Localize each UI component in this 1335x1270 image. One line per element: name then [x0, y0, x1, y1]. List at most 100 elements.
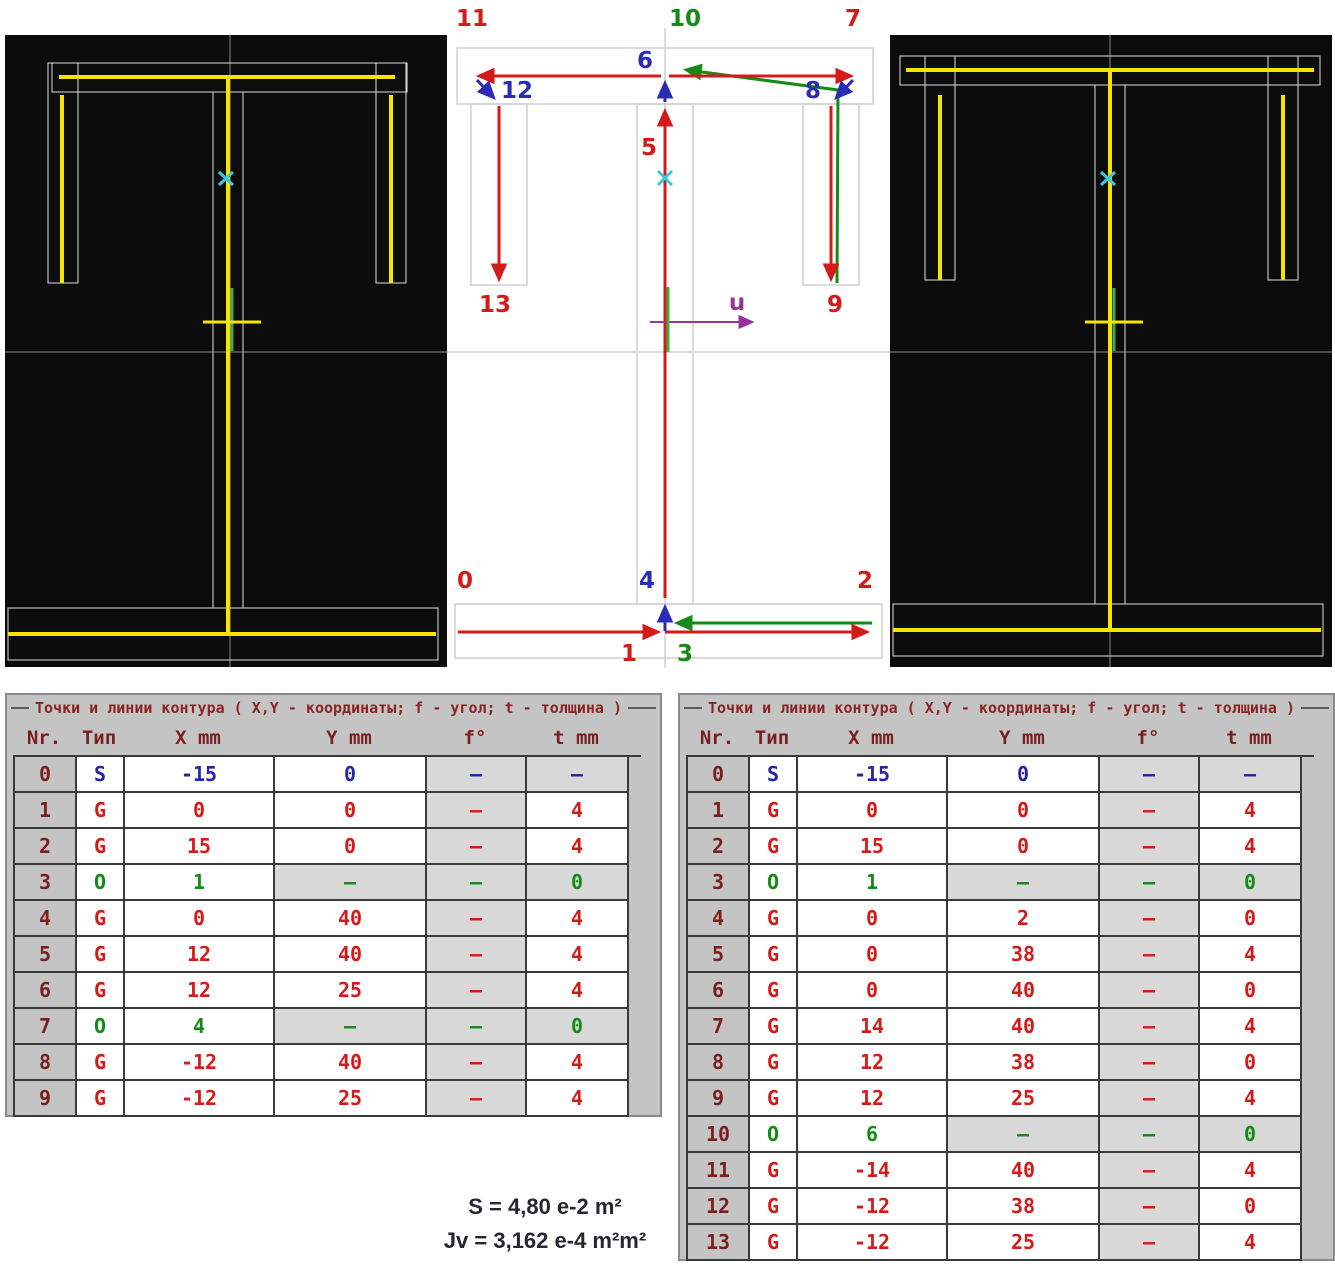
table-cell[interactable]: G — [750, 1225, 798, 1261]
table-cell[interactable]: O — [750, 865, 798, 901]
table-cell[interactable]: G — [77, 1081, 125, 1117]
table-cell[interactable]: -15 — [798, 757, 948, 793]
row-number[interactable]: 1 — [15, 793, 77, 829]
table-cell[interactable]: – — [275, 865, 427, 901]
table-cell[interactable]: G — [750, 901, 798, 937]
table-cell[interactable]: O — [77, 865, 125, 901]
table-cell[interactable]: G — [750, 1081, 798, 1117]
table-cell[interactable]: G — [750, 973, 798, 1009]
row-number[interactable]: 2 — [688, 829, 750, 865]
table-cell[interactable]: 4 — [527, 793, 629, 829]
table-cell[interactable]: 4 — [125, 1009, 275, 1045]
row-number[interactable]: 3 — [688, 865, 750, 901]
table-cell[interactable]: G — [750, 793, 798, 829]
table-cell[interactable]: 12 — [125, 973, 275, 1009]
table-cell[interactable]: – — [948, 1117, 1100, 1153]
row-number[interactable]: 4 — [688, 901, 750, 937]
table-cell[interactable]: -12 — [125, 1081, 275, 1117]
table-cell[interactable]: 4 — [527, 901, 629, 937]
row-number[interactable]: 9 — [15, 1081, 77, 1117]
table-cell[interactable]: 0 — [125, 901, 275, 937]
table-cell[interactable]: 4 — [527, 937, 629, 973]
table-cell[interactable]: – — [1100, 1045, 1200, 1081]
table-cell[interactable]: 2 — [948, 901, 1100, 937]
table-cell[interactable]: – — [427, 901, 527, 937]
table-cell[interactable]: G — [77, 901, 125, 937]
table-cell[interactable]: O — [750, 1117, 798, 1153]
row-number[interactable]: 5 — [688, 937, 750, 973]
table-cell[interactable]: O — [77, 1009, 125, 1045]
table-cell[interactable]: 0 — [1200, 1189, 1302, 1225]
row-number[interactable]: 2 — [15, 829, 77, 865]
table-cell[interactable]: -14 — [798, 1153, 948, 1189]
table-cell[interactable]: 0 — [948, 757, 1100, 793]
table-cell[interactable]: – — [1100, 937, 1200, 973]
table-cell[interactable]: G — [77, 1045, 125, 1081]
table-cell[interactable]: – — [427, 1045, 527, 1081]
table-cell[interactable]: – — [1200, 757, 1302, 793]
table-cell[interactable]: – — [427, 937, 527, 973]
table-cell[interactable]: G — [77, 829, 125, 865]
table-cell[interactable]: – — [427, 793, 527, 829]
table-cell[interactable]: G — [750, 829, 798, 865]
table-cell[interactable]: G — [750, 1045, 798, 1081]
table-cell[interactable]: 14 — [798, 1009, 948, 1045]
row-number[interactable]: 6 — [15, 973, 77, 1009]
table-cell[interactable]: – — [427, 829, 527, 865]
table-cell[interactable]: 25 — [948, 1225, 1100, 1261]
table-cell[interactable]: – — [948, 865, 1100, 901]
table-cell[interactable]: 25 — [275, 973, 427, 1009]
row-number[interactable]: 13 — [688, 1225, 750, 1261]
row-number[interactable]: 0 — [15, 757, 77, 793]
table-cell[interactable]: 0 — [527, 865, 629, 901]
table-cell[interactable]: -15 — [125, 757, 275, 793]
table-cell[interactable]: 4 — [1200, 937, 1302, 973]
table-cell[interactable]: G — [77, 937, 125, 973]
table-cell[interactable]: 0 — [1200, 865, 1302, 901]
table-cell[interactable]: 25 — [275, 1081, 427, 1117]
table-cell[interactable]: – — [275, 1009, 427, 1045]
table-cell[interactable]: 12 — [125, 937, 275, 973]
table-cell[interactable]: – — [1100, 757, 1200, 793]
row-number[interactable]: 0 — [688, 757, 750, 793]
table-cell[interactable]: – — [427, 1009, 527, 1045]
table-cell[interactable]: 4 — [1200, 1081, 1302, 1117]
row-number[interactable]: 11 — [688, 1153, 750, 1189]
table-cell[interactable]: 0 — [1200, 1117, 1302, 1153]
row-number[interactable]: 9 — [688, 1081, 750, 1117]
table-cell[interactable]: – — [1100, 1225, 1200, 1261]
table-cell[interactable]: 0 — [798, 937, 948, 973]
table-cell[interactable]: 38 — [948, 937, 1100, 973]
row-number[interactable]: 5 — [15, 937, 77, 973]
row-number[interactable]: 4 — [15, 901, 77, 937]
table-cell[interactable]: – — [1100, 793, 1200, 829]
table-cell[interactable]: 15 — [125, 829, 275, 865]
table-cell[interactable]: – — [427, 865, 527, 901]
table-cell[interactable]: – — [1100, 1189, 1200, 1225]
row-number[interactable]: 6 — [688, 973, 750, 1009]
table-cell[interactable]: 0 — [948, 793, 1100, 829]
table-cell[interactable]: – — [427, 757, 527, 793]
row-number[interactable]: 12 — [688, 1189, 750, 1225]
table-cell[interactable]: 1 — [798, 865, 948, 901]
table-cell[interactable]: 4 — [1200, 829, 1302, 865]
table-cell[interactable]: G — [750, 1189, 798, 1225]
row-number[interactable]: 7 — [688, 1009, 750, 1045]
table-cell[interactable]: G — [750, 1153, 798, 1189]
table-cell[interactable]: 40 — [275, 1045, 427, 1081]
